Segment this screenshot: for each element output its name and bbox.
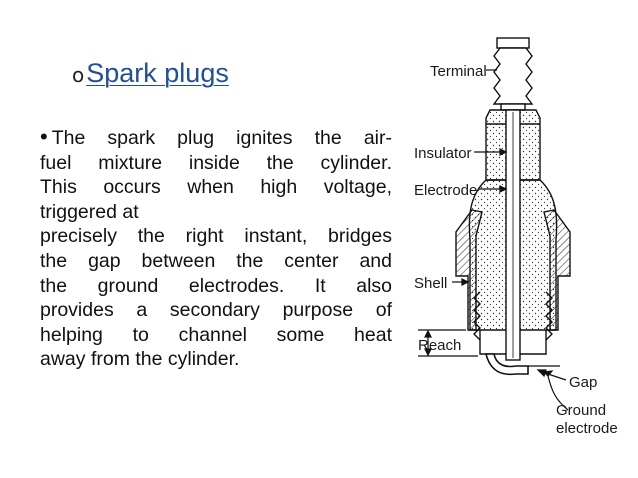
body-line: the gap between the center and [40, 249, 392, 272]
slide-heading: o Spark plugs [72, 58, 229, 89]
body-paragraph: •The spark plug ignites the air- fuel mi… [40, 124, 392, 372]
heading-bullet: o [72, 63, 85, 87]
label-gap: Gap [569, 374, 597, 391]
body-line: fuel mixture inside the cylinder. [40, 151, 392, 174]
body-line: This occurs when high voltage, [40, 176, 392, 199]
body-line: helping to channel some heat [40, 323, 392, 346]
label-insulator: Insulator [414, 145, 472, 162]
label-terminal: Terminal [430, 63, 487, 80]
label-reach: Reach [418, 337, 461, 354]
body-line: •The spark plug ignites the air- [40, 124, 392, 149]
label-ground-line1: Ground [556, 402, 606, 419]
center-electrode-shape [505, 109, 521, 361]
body-line: triggered at [40, 200, 139, 223]
spark-plug-diagram: Terminal Insulator Electrode Shell Reach… [414, 37, 618, 437]
body-line: precisely the right instant, bridges [40, 225, 392, 248]
bullet-icon: • [40, 124, 48, 149]
body-line: provides a secondary purpose of [40, 299, 392, 322]
leader-lines [418, 69, 569, 411]
label-shell: Shell [414, 275, 447, 292]
heading-title-link[interactable]: Spark plugs [86, 58, 229, 88]
terminal-shape [492, 37, 534, 111]
body-line: the ground electrodes. It also [40, 274, 392, 297]
label-ground-line2: electrode [556, 420, 618, 437]
label-electrode: Electrode [414, 182, 477, 199]
body-line: away from the cylinder. [40, 348, 240, 371]
